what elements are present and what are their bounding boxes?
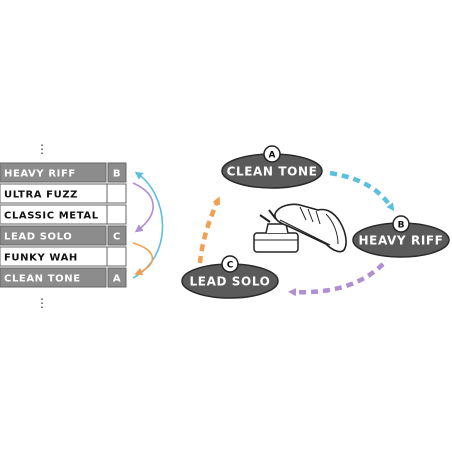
list-item-tag: C <box>113 232 121 243</box>
node-badge: B <box>398 221 405 231</box>
dashed-arrow-a-to-b <box>329 170 395 212</box>
badge-a-icon <box>263 145 281 163</box>
preset-node-a: CLEAN TONE A <box>221 145 323 189</box>
list-item-label: FUNKY WAH <box>4 253 78 264</box>
list-item-ultra-fuzz: ULTRA FUZZ <box>0 183 127 204</box>
more-below-icon: ⋮ <box>36 296 48 310</box>
arrow-lead-to-clean <box>132 242 154 276</box>
arrow-clean-to-heavy <box>132 171 164 279</box>
list-item-heavy-riff: HEAVY RIFF B <box>0 162 127 183</box>
list-item-tag: B <box>113 169 121 180</box>
list-item-classic-metal: CLASSIC METAL <box>0 204 127 225</box>
list-item-label: CLASSIC METAL <box>4 211 99 222</box>
node-label: HEAVY RIFF <box>359 234 444 248</box>
node-label: LEAD SOLO <box>190 275 271 289</box>
list-item-label: CLEAN TONE <box>4 274 81 285</box>
node-badge: C <box>227 261 234 271</box>
node-label: CLEAN TONE <box>227 165 318 179</box>
footswitch-pedal-icon <box>253 209 299 253</box>
list-item-tag: A <box>113 274 121 285</box>
list-item-label: LEAD SOLO <box>4 232 72 243</box>
list-item-lead-solo: LEAD SOLO C <box>0 225 127 246</box>
preset-node-c: LEAD SOLO C <box>181 255 279 299</box>
list-item-label: HEAVY RIFF <box>4 169 76 180</box>
badge-b-icon <box>392 215 410 233</box>
list-item-funky-wah: FUNKY WAH <box>0 246 127 267</box>
arrow-heavy-to-lead <box>132 182 154 233</box>
preset-list: ⋮ HEAVY RIFF B ULTRA FUZZ CLASSIC METAL … <box>0 142 127 310</box>
dashed-arrow-b-to-c <box>288 262 385 297</box>
badge-c-icon <box>221 255 239 273</box>
preset-node-b: HEAVY RIFF B <box>352 215 450 258</box>
dashed-arrow-c-to-a <box>197 196 221 264</box>
list-item-label: ULTRA FUZZ <box>4 190 78 201</box>
more-above-icon: ⋮ <box>36 142 48 156</box>
sneaker-shoe-icon <box>274 203 347 253</box>
list-item-clean-tone: CLEAN TONE A <box>0 267 127 288</box>
node-badge: A <box>269 151 276 161</box>
